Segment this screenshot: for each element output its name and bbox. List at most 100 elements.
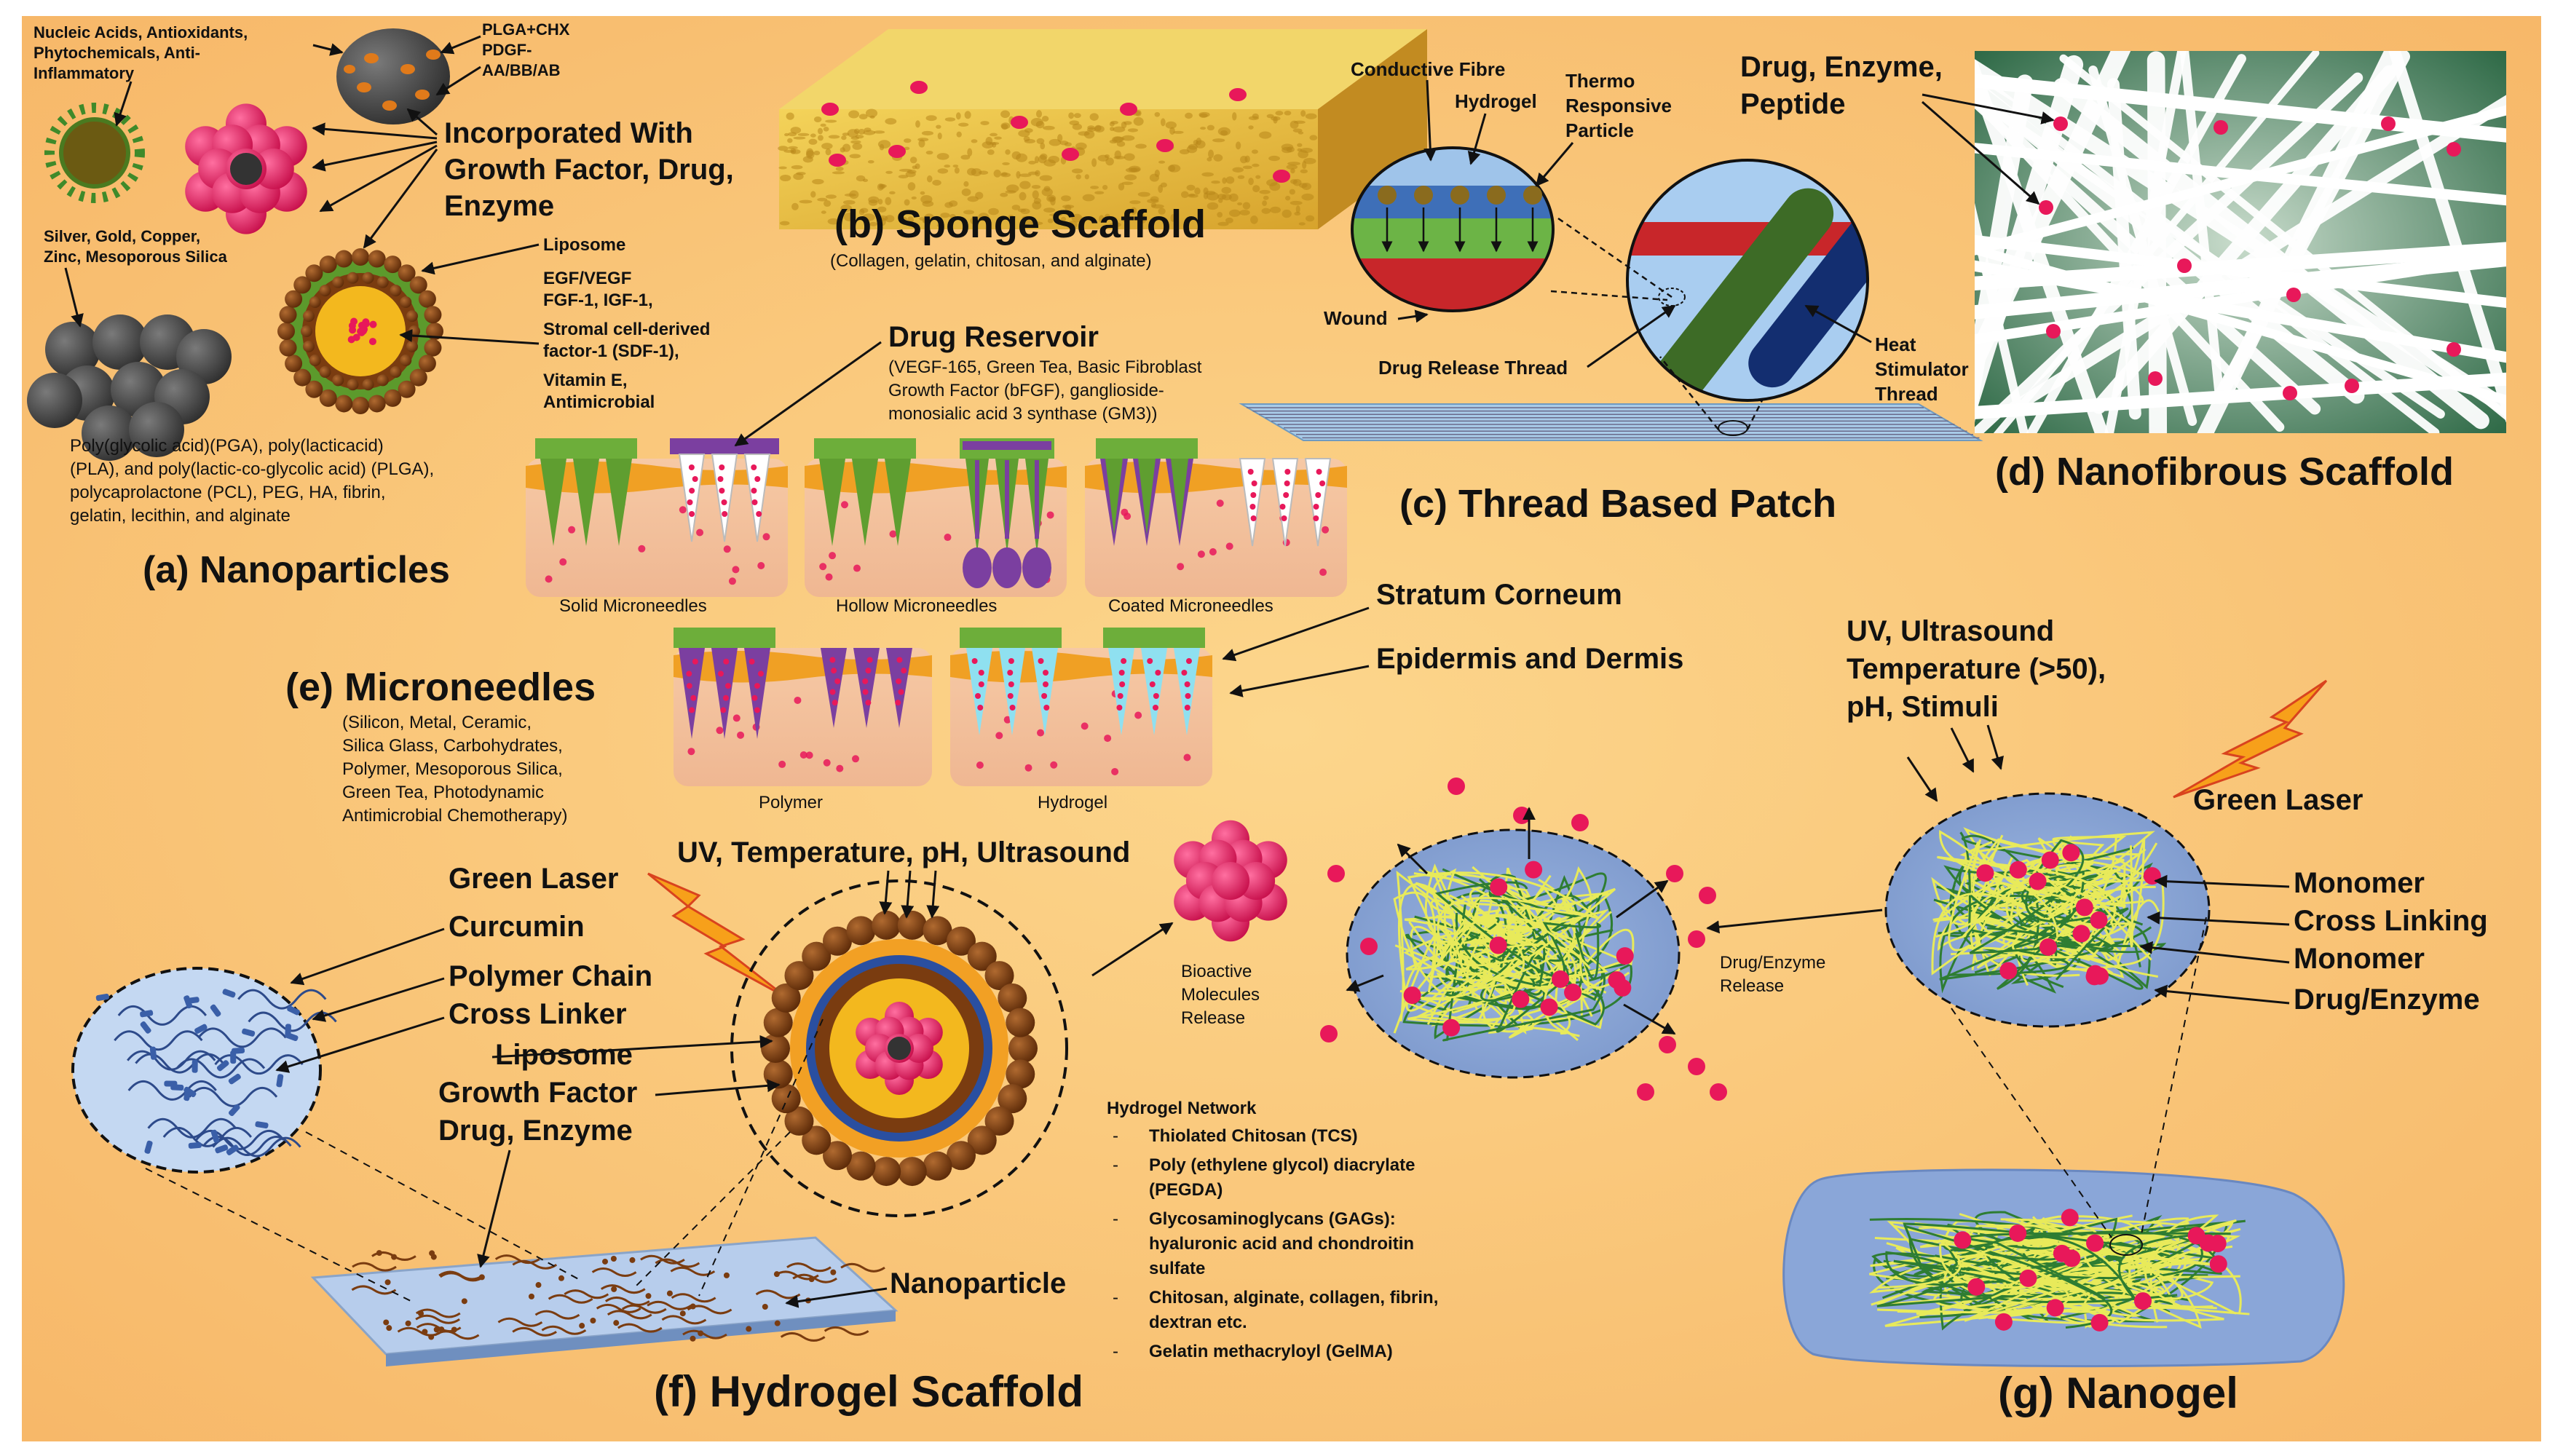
nanogel-release-icon	[1320, 778, 1727, 1101]
pink-cluster-nanoparticle-icon	[185, 103, 307, 234]
nanofiber-cargo-line-1: Drug, Enzyme,	[1740, 51, 1943, 83]
panel-g-title: (g) Nanogel	[1998, 1369, 2238, 1417]
reservoir-items-1: (VEGF-165, Green Tea, Basic Fibroblast	[888, 357, 1202, 377]
polymers-line-4: gelatin, lecithin, and alginate	[70, 506, 291, 526]
monomer-2-label: Monomer	[2294, 943, 2425, 975]
g-stimuli-3: pH, Stimuli	[1847, 691, 1999, 723]
panel-a-title: (a) Nanoparticles	[143, 549, 450, 591]
network-bullet: -	[1113, 1288, 1118, 1307]
metal-list-line-2: Zinc, Mesoporous Silica	[44, 248, 228, 266]
needle-type-solid: Solid Microneedles	[559, 596, 707, 616]
nanoparticle-label: Nanoparticle	[890, 1267, 1066, 1299]
polymer-label: Polymer	[759, 793, 823, 812]
materials-2: Silica Glass, Carbohydrates,	[342, 736, 563, 756]
drug-reservoir-title: Drug Reservoir	[888, 321, 1099, 353]
network-bullet: -	[1113, 1209, 1118, 1229]
green-laser-f: Green Laser	[449, 863, 618, 895]
green-laser-g: Green Laser	[2193, 784, 2363, 816]
wound-label: Wound	[1324, 307, 1388, 329]
reservoir-items-2: Growth Factor (bFGF), ganglioside-	[888, 381, 1164, 400]
liposome-cargo-2: FGF-1, IGF-1,	[543, 290, 653, 310]
polymers-line-3: polycaprolactone (PCL), PEG, HA, fibrin,	[70, 483, 386, 502]
g-stimuli-1: UV, Ultrasound	[1847, 615, 2054, 647]
liposome-cargo-5: Vitamin E,	[543, 371, 628, 390]
network-bullet: -	[1113, 1126, 1118, 1146]
thread-closeup-icon	[1626, 159, 1869, 402]
loaded-line-2: PDGF-	[482, 41, 532, 59]
nanogel-particle-icon	[1884, 792, 2211, 1028]
stratum-corneum-label: Stratum Corneum	[1376, 579, 1622, 611]
panel-b-title: (b) Sponge Scaffold	[834, 202, 1206, 246]
materials-5: Antimicrobial Chemotherapy)	[342, 806, 567, 826]
panel-b-subtitle: (Collagen, gelatin, chitosan, and algina…	[830, 251, 1152, 271]
bioactive-line-1: Bioactive	[1181, 962, 1252, 981]
network-item-line: Chitosan, alginate, collagen, fibrin,	[1149, 1288, 1438, 1307]
sponge-block-icon	[778, 29, 1427, 229]
monomer-label: Monomer	[2294, 867, 2425, 899]
hydrogel-scaffold-sheet-icon	[310, 1236, 899, 1366]
panel-d-nanofibrous: Drug, Enzyme, Peptide (d) Nanofibrous Sc…	[1740, 51, 2506, 494]
liposome-label: Liposome	[543, 235, 625, 255]
panel-f-hydrogel: Green Laser Curcumin Polymer Chain Cross…	[71, 820, 1438, 1416]
epidermis-dermis-label: Epidermis and Dermis	[1376, 643, 1683, 675]
network-item-line: dextran etc.	[1149, 1313, 1247, 1332]
panel-g-arrows	[1706, 724, 2290, 1005]
green-spiky-nanoparticle-icon	[44, 103, 145, 203]
hydrogel-needle-label: Hydrogel	[1038, 793, 1107, 812]
curcumin-label: Curcumin	[449, 911, 585, 943]
np-types-line-2: Phytochemicals, Anti-	[33, 44, 200, 62]
network-bullet: -	[1113, 1155, 1118, 1175]
panel-a-nanoparticles: Nucleic Acids, Antioxidants, Phytochemic…	[27, 20, 734, 591]
drug-enzyme-g-label: Drug/Enzyme	[2294, 984, 2480, 1016]
incorporated-line-2: Growth Factor, Drug,	[444, 154, 734, 186]
panel-a-arrows	[64, 35, 540, 345]
laser-bolt-icon-g	[2173, 679, 2328, 799]
drug-release-thread-label: Drug Release Thread	[1378, 357, 1568, 379]
drug-enzyme-f-label: Drug, Enzyme	[438, 1115, 633, 1147]
bioactive-line-2: Molecules	[1181, 985, 1260, 1005]
polymers-line-2: (PLA), and poly(lactic-co-glycolic acid)…	[70, 459, 434, 479]
liposome-cargo-6: Antimicrobial	[543, 392, 655, 412]
grey-plga-nanoparticle-icon	[336, 28, 450, 124]
thermo-line-2: Responsive	[1565, 95, 1672, 116]
bioactive-cluster-icon	[1174, 820, 1287, 942]
np-types-line-3: Inflammatory	[33, 64, 135, 82]
panel-c-arrows	[1397, 79, 1872, 368]
stimuli-f-label: UV, Temperature, pH, Ultrasound	[677, 836, 1130, 869]
panel-e-title: (e) Microneedles	[285, 665, 596, 709]
panel-c-title: (c) Thread Based Patch	[1399, 482, 1836, 526]
panel-g-nanogel: UV, Ultrasound Temperature (>50), pH, St…	[1320, 615, 2488, 1417]
network-bullet: -	[1113, 1342, 1118, 1361]
network-item-line: Poly (ethylene glycol) diacrylate	[1149, 1155, 1415, 1175]
panel-f-connectors	[145, 1018, 824, 1304]
heat-thread-line-1: Heat	[1875, 333, 1916, 355]
g-stimuli-2: Temperature (>50),	[1847, 653, 2106, 685]
nanofiber-mesh-image	[1975, 51, 2506, 433]
g-release-1: Drug/Enzyme	[1720, 953, 1825, 973]
panel-g-connectors	[1951, 917, 2207, 1238]
materials-3: Polymer, Mesoporous Silica,	[342, 759, 563, 779]
liposome-cargo-3: Stromal cell-derived	[543, 320, 710, 339]
network-item-line: sulfate	[1149, 1259, 1205, 1278]
network-item-line: Thiolated Chitosan (TCS)	[1149, 1126, 1358, 1146]
polymer-chain-label: Polymer Chain	[449, 960, 652, 992]
liposome-cargo-4: factor-1 (SDF-1),	[543, 341, 679, 361]
metal-list-line-1: Silver, Gold, Copper,	[44, 227, 200, 245]
panel-d-title: (d) Nanofibrous Scaffold	[1995, 450, 2454, 494]
needle-type-hollow: Hollow Microneedles	[836, 596, 997, 616]
loaded-line-1: PLGA+CHX	[482, 20, 570, 39]
panel-c-connectors	[1550, 217, 1764, 430]
nanogel-bulk-icon	[1782, 1168, 2345, 1368]
heat-thread-line-2: Stimulator	[1875, 358, 1969, 380]
hydrogel-network-title: Hydrogel Network	[1107, 1099, 1257, 1118]
growth-factor-label: Growth Factor	[438, 1077, 637, 1109]
polymers-line-1: Poly(glycolic acid)(PGA), poly(lacticaci…	[70, 436, 384, 456]
hydrogel-label: Hydrogel	[1455, 90, 1537, 112]
liposome-cargo-1: EGF/VEGF	[543, 269, 631, 288]
heat-thread-line-3: Thread	[1875, 383, 1938, 405]
reservoir-items-3: monosialic acid 3 synthase (GM3))	[888, 404, 1157, 424]
panel-b-sponge: (b) Sponge Scaffold (Collagen, gelatin, …	[778, 29, 1427, 271]
nanofiber-cargo-line-2: Peptide	[1740, 88, 1845, 120]
panel-f-title: (f) Hydrogel Scaffold	[654, 1367, 1083, 1416]
network-item-line: Glycosaminoglycans (GAGs):	[1149, 1209, 1396, 1229]
